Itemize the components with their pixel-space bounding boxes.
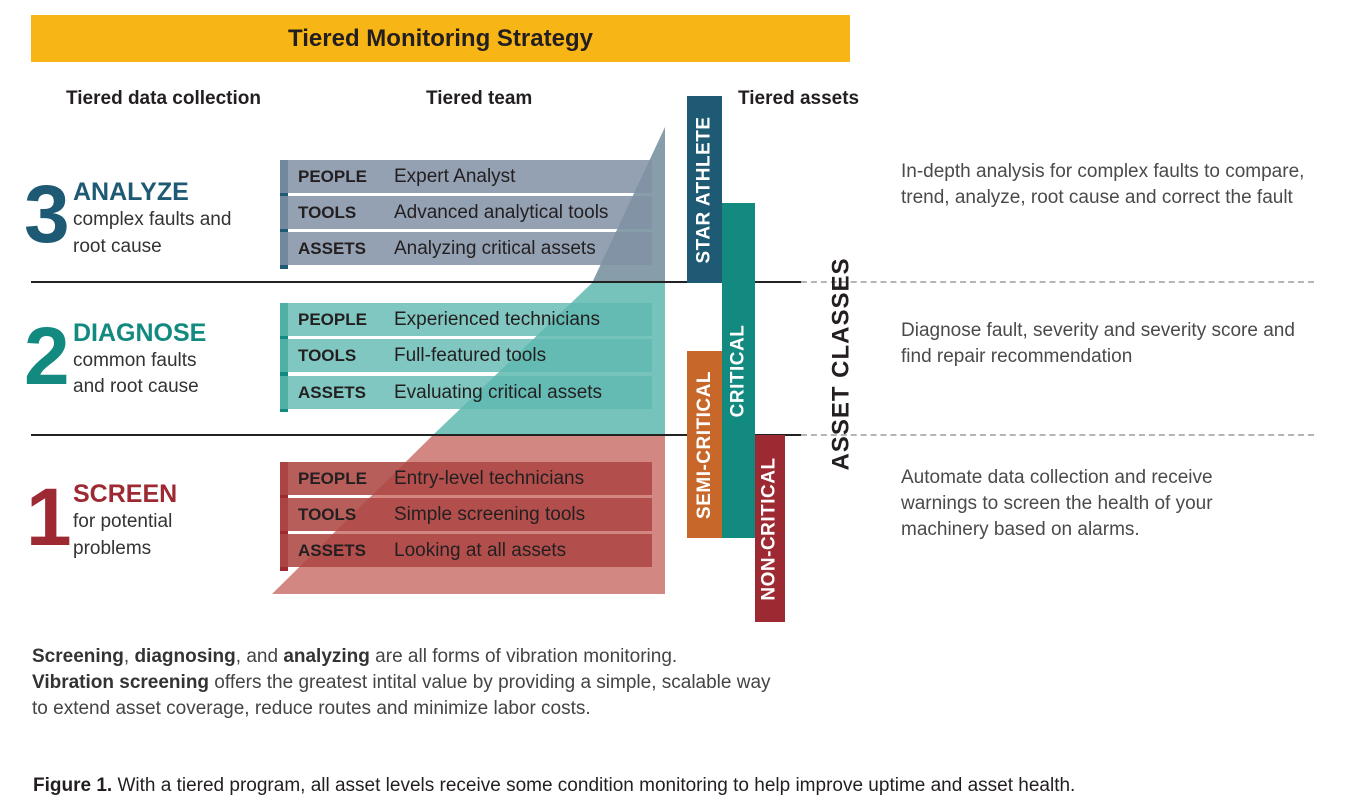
tier-1-row-people: PEOPLE Entry-level technicians — [280, 462, 652, 495]
tier-1-number: 1 — [26, 472, 72, 563]
star-athlete-label: STAR ATHLETE — [693, 115, 715, 264]
row-value: Expert Analyst — [394, 165, 516, 187]
row-value: Experienced technicians — [394, 308, 600, 330]
note-text: offers the greatest intital value by pro… — [209, 672, 771, 693]
critical-label: CRITICAL — [727, 324, 749, 417]
tier-2-sub-1: common faults — [73, 350, 197, 371]
header-assets: Tiered assets — [738, 88, 860, 109]
tier-2-sub-2: and root cause — [73, 376, 199, 397]
tier-2-description: Diagnose fault, severity and severity sc… — [901, 320, 1295, 367]
row-key: ASSETS — [298, 540, 367, 560]
tier-1-title: SCREEN — [73, 480, 178, 508]
tier-3-row-tools: TOOLS Advanced analytical tools — [280, 196, 652, 229]
note-line-2: Vibration screening offers the greatest … — [32, 670, 852, 696]
row-key: ASSETS — [298, 238, 367, 258]
tier-3-sub-1: complex faults and — [73, 209, 232, 230]
tier-3-sub-2: root cause — [73, 236, 162, 257]
dashed-divider-upper — [801, 281, 1314, 283]
star-athlete-bar: STAR ATHLETE — [687, 96, 722, 283]
tier-3-row-assets: ASSETS Analyzing critical assets — [280, 232, 652, 265]
divider-lower — [31, 434, 801, 436]
note-block: Screening, diagnosing, and analyzing are… — [32, 644, 852, 722]
tier-3-title: ANALYZE — [73, 178, 189, 206]
row-key: TOOLS — [298, 345, 357, 365]
row-value: Advanced analytical tools — [394, 201, 609, 223]
tier-1-row-tools: TOOLS Simple screening tools — [280, 498, 652, 531]
tier-1-row-assets: ASSETS Looking at all assets — [280, 534, 652, 567]
tier-3-number: 3 — [24, 169, 70, 260]
row-value: Simple screening tools — [394, 503, 586, 525]
row-value: Full-featured tools — [394, 344, 547, 366]
tier-1-sub-2: problems — [73, 538, 152, 559]
note-term: Screening — [32, 646, 124, 667]
caption-label: Figure 1. — [33, 775, 113, 796]
title-banner: Tiered Monitoring Strategy — [31, 15, 850, 62]
tier-2-number: 2 — [24, 311, 70, 402]
note-term: Vibration screening — [32, 672, 210, 693]
non-critical-bar: NON-CRITICAL — [755, 435, 785, 622]
row-value: Analyzing critical assets — [394, 237, 596, 259]
non-critical-label: NON-CRITICAL — [759, 456, 781, 601]
tier-1-description: Automate data collection and receive war… — [901, 467, 1213, 540]
tier-2-row-assets: ASSETS Evaluating critical assets — [280, 376, 652, 409]
header-collection: Tiered data collection — [66, 88, 261, 109]
divider-upper — [31, 281, 801, 283]
tier-3-row-people: PEOPLE Expert Analyst — [280, 160, 652, 193]
note-text: , — [123, 646, 135, 667]
note-line-3: to extend asset coverage, reduce routes … — [32, 698, 591, 719]
note-term: analyzing — [283, 646, 370, 667]
caption-text: With a tiered program, all asset levels … — [112, 775, 1076, 796]
note-text: , and — [235, 646, 284, 667]
row-value: Looking at all assets — [394, 539, 567, 561]
tier-1-sub-1: for potential — [73, 511, 173, 532]
critical-bar: CRITICAL — [722, 203, 755, 538]
row-key: ASSETS — [298, 382, 367, 402]
semi-critical-bar: SEMI-CRITICAL — [687, 351, 722, 538]
header-team: Tiered team — [426, 88, 533, 109]
asset-classes-label: ASSET CLASSES — [828, 257, 856, 471]
row-key: PEOPLE — [298, 166, 367, 186]
tier-2-title: DIAGNOSE — [73, 319, 207, 347]
semi-critical-label: SEMI-CRITICAL — [693, 370, 715, 519]
row-key: PEOPLE — [298, 309, 367, 329]
page-title: Tiered Monitoring Strategy — [288, 24, 593, 52]
asset-classes-wrap: ASSET CLASSES — [812, 257, 872, 470]
row-value: Entry-level technicians — [394, 467, 585, 489]
row-value: Evaluating critical assets — [394, 381, 603, 403]
note-line-1: Screening, diagnosing, and analyzing are… — [32, 644, 852, 670]
dashed-divider-lower — [801, 434, 1314, 436]
tier-3-description: In-depth analysis for complex faults to … — [901, 161, 1305, 208]
row-key: PEOPLE — [298, 468, 367, 488]
row-key: TOOLS — [298, 504, 357, 524]
note-term: diagnosing — [134, 646, 236, 667]
row-key: TOOLS — [298, 202, 357, 222]
tier-2-row-tools: TOOLS Full-featured tools — [280, 339, 652, 372]
figure-caption: Figure 1. With a tiered program, all ass… — [33, 775, 1075, 797]
note-text: are all forms of vibration monitoring. — [369, 646, 678, 667]
tier-2-row-people: PEOPLE Experienced technicians — [280, 303, 652, 336]
